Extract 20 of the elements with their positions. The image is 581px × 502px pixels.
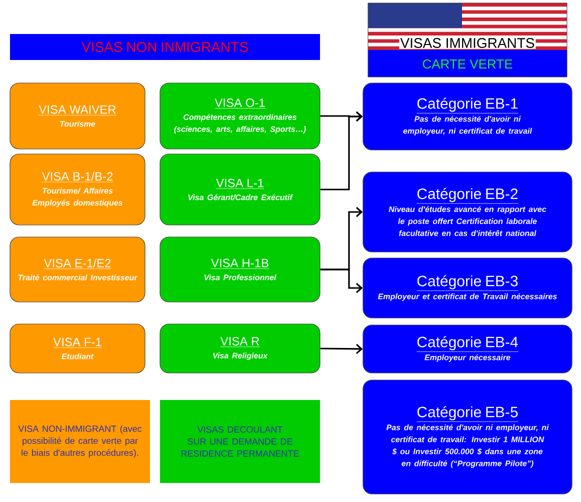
category-box: Catégorie EB-3 Employeur et certificat de Travail nécessaires: [362, 258, 572, 318]
visa-box: VISA F-1 Etudiant: [10, 324, 146, 374]
visa-box: VISA R Visa Religieux: [160, 324, 320, 374]
arrow: [320, 111, 363, 190]
legend-box: VISAS DECOULANT SUR UNE DEMANDE DE RESIDENCE PERMANENTE: [160, 400, 320, 483]
category-box: Catégorie EB-1 Pas de nécessité d'avoir ni employeur, ni certificat de travail: [362, 82, 572, 150]
category-box: Catégorie EB-4 Employeur nécessaire: [362, 324, 572, 374]
arrow: [320, 344, 363, 354]
visa-box: VISA O-1 Compétences extraordinaires (sciences, arts, affaires, Sports…): [160, 82, 320, 150]
category-box: Catégorie EB-5 Pas de nécessité d'avoir ni employeur, ni certificat de travail: Investir 1 MILLION $ ou Investir 500.000 $ dans une zone en difficulté (“Programme Pilote”): [362, 380, 572, 494]
visa-box: VISA WAIVER Tourisme: [10, 82, 146, 150]
visa-box: VISA B-1/B-2 Tourisme/ Affaires Employés domestiques: [10, 154, 146, 226]
visa-box: VISA E-1/E2 Traité commercial Investisseur: [10, 236, 146, 302]
header-band: VISAS NON INMIGRANTS: [10, 34, 320, 60]
visa-box: VISA H-1B Visa Professionnel: [160, 236, 320, 302]
flag-header: VISAS IMMIGRANTS CARTE VERTE: [368, 2, 568, 78]
legend-box: VISA NON-IMMIGRANT (avec possibilité de carte verte par le biais d'autres procédures).: [10, 400, 150, 483]
visa-box: VISA L-1 Visa Gérant/Cadre Exécutif: [160, 154, 320, 226]
arrow: [320, 268, 363, 294]
category-box: Catégorie EB-2 Niveau d'études avancé en rapport avec le poste offert Certification laborale facultative en cas d'intérêt national: [362, 172, 572, 252]
